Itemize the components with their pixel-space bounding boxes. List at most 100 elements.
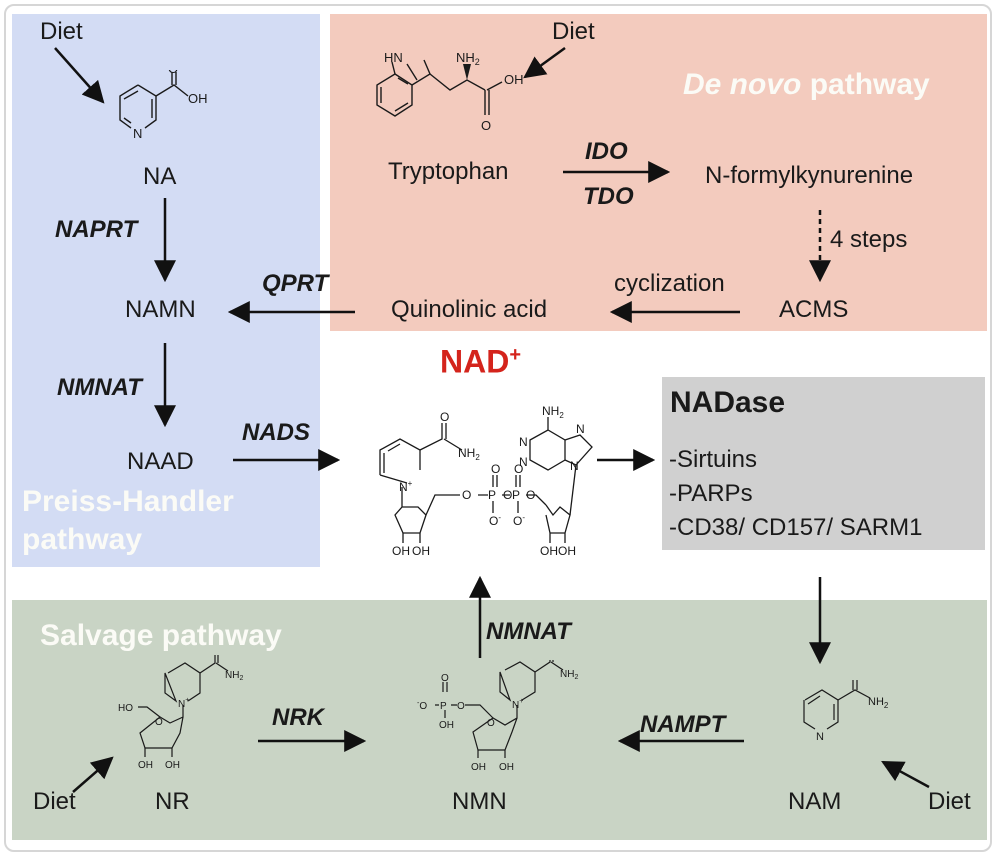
enzyme-nmnat-preiss: NMNAT bbox=[57, 374, 142, 401]
metabolite-nmn: NMN bbox=[452, 788, 507, 815]
svg-text:NH2: NH2 bbox=[458, 446, 480, 462]
metabolite-naad: NAAD bbox=[127, 448, 194, 475]
svg-text:O-: O- bbox=[513, 513, 525, 528]
enzyme-nads: NADS bbox=[242, 419, 311, 446]
svg-text:HO: HO bbox=[118, 703, 133, 714]
arrow-diet-to-na bbox=[54, 47, 105, 104]
svg-text:NH2: NH2 bbox=[542, 404, 564, 420]
annotation-4-steps: 4 steps bbox=[830, 226, 908, 253]
svg-text:OH: OH bbox=[138, 760, 153, 771]
svg-text:HN: HN bbox=[384, 50, 403, 65]
de-novo-title-italic: De novo bbox=[683, 68, 802, 101]
metabolite-nr: NR bbox=[155, 788, 190, 815]
svg-text:O: O bbox=[487, 718, 495, 729]
diet-label-tryptophan: Diet bbox=[552, 18, 595, 45]
metabolite-n-formylkynurenine: N-formylkynurenine bbox=[705, 162, 914, 189]
metabolite-tryptophan: Tryptophan bbox=[388, 158, 509, 185]
nadase-panel bbox=[662, 377, 985, 550]
nadase-item-cd38: -CD38/ CD157/ SARM1 bbox=[669, 514, 923, 541]
svg-text:O: O bbox=[211, 655, 219, 656]
svg-text:OH: OH bbox=[499, 762, 514, 773]
diet-label-na: Diet bbox=[40, 18, 83, 45]
metabolite-nam: NAM bbox=[788, 788, 842, 815]
svg-text:P: P bbox=[488, 488, 496, 502]
nmn-structure-icon: O NH2 N+ -O P O O OH O OH OH bbox=[417, 660, 578, 773]
preiss-title-line2: pathway bbox=[22, 523, 143, 556]
svg-text:N: N bbox=[570, 459, 579, 473]
figure-frame bbox=[4, 4, 992, 852]
svg-text:O: O bbox=[491, 462, 500, 476]
svg-text:OH: OH bbox=[165, 760, 180, 771]
svg-text:O: O bbox=[155, 717, 163, 728]
svg-text:OH: OH bbox=[412, 544, 430, 555]
enzyme-nmnat-salvage: NMNAT bbox=[486, 618, 571, 645]
svg-text:O: O bbox=[462, 488, 471, 502]
salvage-panel bbox=[12, 600, 987, 840]
enzyme-tdo: TDO bbox=[583, 183, 634, 210]
svg-text:OH: OH bbox=[188, 91, 208, 106]
svg-text:N: N bbox=[576, 422, 585, 436]
arrow-diet-to-nr bbox=[72, 756, 114, 793]
svg-text:NH2: NH2 bbox=[560, 669, 578, 681]
enzyme-qprt: QPRT bbox=[262, 270, 329, 297]
salvage-title: Salvage pathway bbox=[40, 619, 282, 652]
svg-text:OH: OH bbox=[540, 544, 558, 555]
preiss-title-line1: Preiss-Handler bbox=[22, 485, 234, 518]
svg-text:NH2: NH2 bbox=[225, 670, 243, 682]
enzyme-nampt: NAMPT bbox=[640, 711, 726, 738]
svg-text:N: N bbox=[133, 126, 142, 141]
nadase-item-parps: -PARPs bbox=[669, 480, 753, 507]
svg-text:O: O bbox=[440, 410, 449, 424]
svg-text:OH: OH bbox=[392, 544, 410, 555]
svg-text:P: P bbox=[440, 701, 447, 712]
svg-text:O: O bbox=[526, 488, 535, 502]
svg-text:OH: OH bbox=[471, 762, 486, 773]
de-novo-title-rest: pathway bbox=[801, 68, 930, 101]
svg-text:O: O bbox=[481, 118, 491, 133]
metabolite-acms: ACMS bbox=[779, 296, 849, 323]
nadase-item-sirtuins: -Sirtuins bbox=[669, 446, 758, 473]
svg-text:-O: -O bbox=[417, 700, 427, 712]
svg-text:N: N bbox=[519, 455, 528, 469]
svg-text:P: P bbox=[512, 488, 520, 502]
de-novo-title: De novo pathway bbox=[683, 70, 930, 100]
metabolite-namn: NAMN bbox=[125, 296, 196, 323]
arrow-diet-to-tryptophan bbox=[523, 46, 566, 79]
svg-text:O: O bbox=[457, 701, 465, 712]
svg-text:N+: N+ bbox=[399, 479, 413, 494]
nad-plus-title: NAD+ bbox=[440, 345, 521, 378]
enzyme-ido: IDO bbox=[585, 138, 628, 165]
enzyme-naprt: NAPRT bbox=[55, 216, 138, 243]
svg-text:OH: OH bbox=[504, 72, 524, 87]
svg-text:O-: O- bbox=[489, 513, 501, 528]
svg-text:N+: N+ bbox=[512, 698, 523, 711]
svg-text:N: N bbox=[519, 435, 528, 449]
svg-text:O: O bbox=[503, 488, 512, 502]
nam-structure-icon: O NH2 N bbox=[803, 680, 889, 743]
svg-text:O: O bbox=[850, 680, 859, 681]
nr-structure-icon: O NH2 N+ HO O OH OH bbox=[118, 655, 243, 771]
tryptophan-structure-icon: HN NH2 OH O bbox=[376, 50, 524, 133]
svg-text:NH2: NH2 bbox=[456, 50, 480, 67]
svg-text:O: O bbox=[168, 70, 178, 76]
nad-structure-icon: O NH2 N+ O P O P O O O O- O- OH OH OH OH… bbox=[379, 404, 593, 555]
diet-label-nam: Diet bbox=[928, 788, 971, 815]
svg-text:O: O bbox=[441, 673, 449, 684]
nad-label: NAD bbox=[440, 343, 510, 380]
svg-text:OH: OH bbox=[439, 720, 454, 731]
metabolite-quinolinic-acid: Quinolinic acid bbox=[391, 296, 548, 323]
svg-text:OH: OH bbox=[558, 544, 576, 555]
nadase-title: NADase bbox=[670, 386, 786, 419]
svg-text:O: O bbox=[514, 462, 523, 476]
arrow-diet-to-nam bbox=[881, 760, 930, 789]
nad-plus-sign: + bbox=[509, 344, 522, 366]
annotation-cyclization: cyclization bbox=[614, 270, 725, 297]
na-structure-icon: O OH N bbox=[119, 70, 208, 141]
svg-text:N: N bbox=[816, 731, 824, 743]
enzyme-nrk: NRK bbox=[272, 704, 324, 731]
preiss-handler-panel bbox=[12, 14, 320, 567]
svg-text:NH2: NH2 bbox=[868, 696, 889, 710]
diet-label-nr: Diet bbox=[33, 788, 76, 815]
svg-text:N+: N+ bbox=[178, 697, 189, 710]
